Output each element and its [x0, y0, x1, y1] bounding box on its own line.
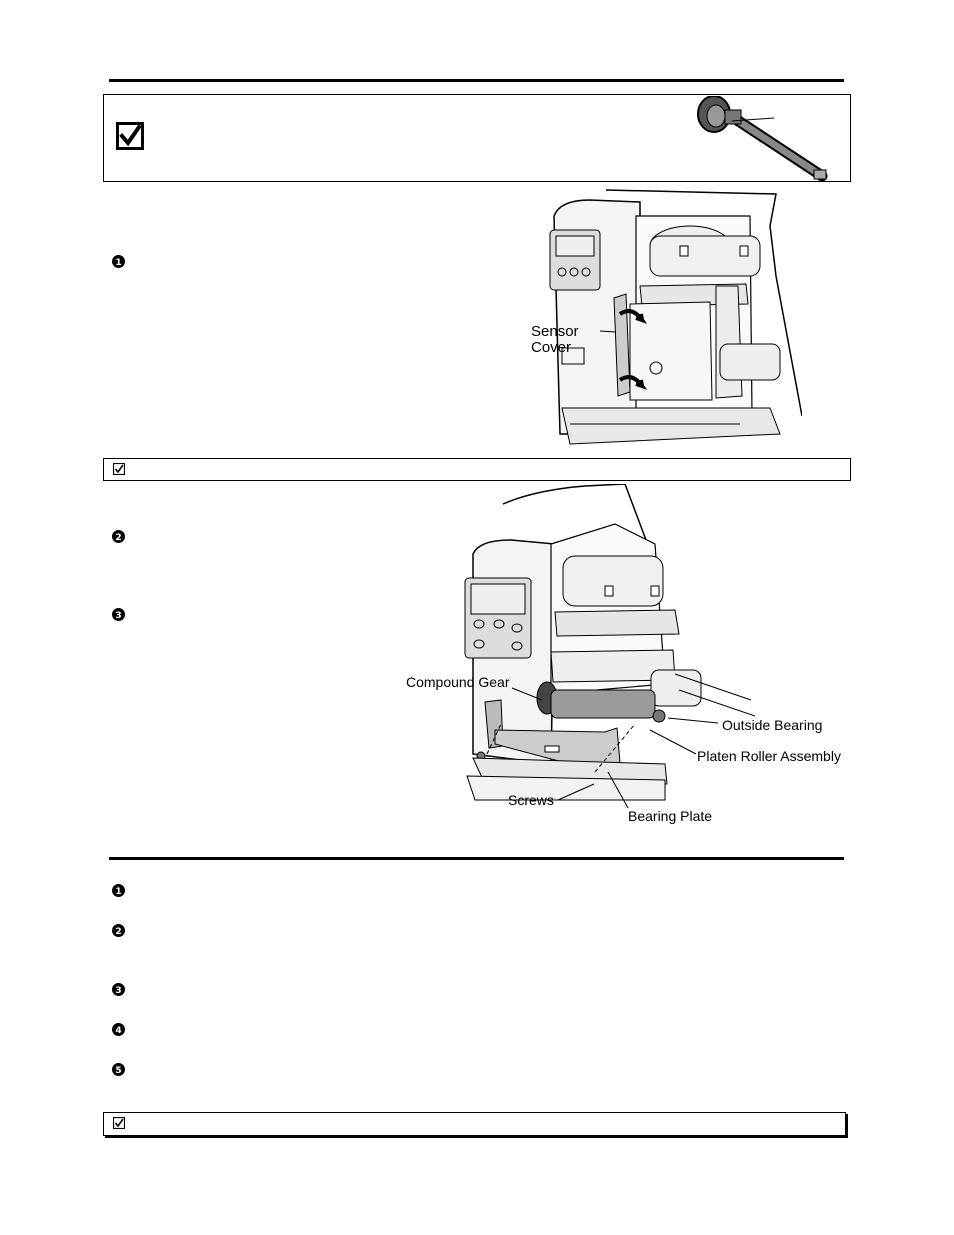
- platen-roller-assembly-label: Platen Roller Assembly: [697, 748, 841, 764]
- checkbox-checked-icon: [116, 122, 144, 150]
- sensor-cover-figure: [549, 189, 802, 445]
- figure2-leader-lines: [511, 687, 719, 809]
- screws-label: Screws: [508, 792, 554, 808]
- step-4-marker-icon: 4: [112, 1023, 125, 1036]
- bearing-plate-label: Bearing Plate: [628, 808, 713, 824]
- step-3-marker-icon: 3: [112, 983, 125, 996]
- checkbox-checked-icon: [113, 1117, 125, 1129]
- svg-text:3: 3: [115, 986, 121, 996]
- platen-roller-icon: [697, 96, 828, 182]
- sensor-cover-label-line2: Cover: [531, 339, 572, 356]
- svg-text:5: 5: [115, 1066, 121, 1076]
- step-2-marker-icon: 2: [112, 924, 125, 937]
- svg-text:2: 2: [115, 927, 121, 937]
- platen-roller-assembly-figure: [464, 484, 755, 801]
- note-box-middle: [103, 458, 851, 481]
- top-rule: [109, 79, 844, 82]
- step-5-marker-icon: 5: [112, 1063, 125, 1076]
- compound-gear-label: Compound Gear: [406, 674, 510, 690]
- outside-bearing-label: Outside Bearing: [722, 717, 823, 733]
- step-1-marker-icon: 1: [112, 884, 125, 897]
- sensor-cover-label-line1: Sensor: [531, 323, 579, 340]
- svg-text:2: 2: [115, 533, 121, 543]
- section-rule: [109, 857, 844, 860]
- svg-text:3: 3: [115, 611, 121, 621]
- svg-text:1: 1: [115, 887, 121, 897]
- note-box-bottom: [103, 1112, 846, 1136]
- svg-text:1: 1: [115, 258, 121, 268]
- step-2-marker-icon: 2: [112, 530, 125, 543]
- step-1-marker-icon: 1: [112, 255, 125, 268]
- checkbox-checked-icon: [113, 463, 125, 475]
- step-3-marker-icon: 3: [112, 608, 125, 621]
- svg-text:4: 4: [115, 1026, 121, 1036]
